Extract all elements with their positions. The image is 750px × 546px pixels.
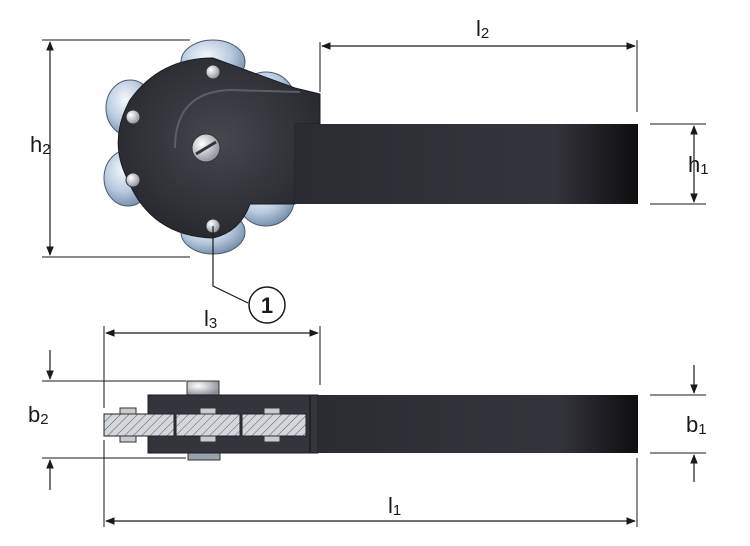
l3-label: l3: [204, 306, 217, 332]
dimension-b2: b2: [28, 350, 186, 490]
dimension-l3: l3: [103, 306, 321, 408]
callout-1: 1: [212, 226, 286, 324]
shank-side: [318, 395, 638, 453]
dimension-h2: h2: [30, 39, 190, 258]
pin: [205, 64, 221, 80]
pin: [125, 172, 141, 188]
shank-top: [295, 124, 638, 204]
center-screw: [191, 133, 221, 163]
h1-label: h1: [688, 152, 709, 178]
side-view: [103, 380, 638, 461]
l2-label: l2: [476, 16, 489, 42]
h2-label: h2: [30, 132, 51, 158]
knurl-wheel-sections: [103, 407, 307, 443]
top-view: [103, 39, 638, 255]
dimension-l1: l1: [103, 440, 638, 527]
l1-label: l1: [388, 493, 401, 519]
b1-label: b1: [686, 412, 707, 438]
dimension-h1: h1: [650, 123, 709, 205]
dimension-l2: l2: [319, 16, 638, 112]
pin: [125, 109, 141, 125]
callout-number: 1: [261, 293, 273, 318]
b2-label: b2: [28, 402, 49, 428]
dimension-b1: b1: [650, 365, 707, 482]
